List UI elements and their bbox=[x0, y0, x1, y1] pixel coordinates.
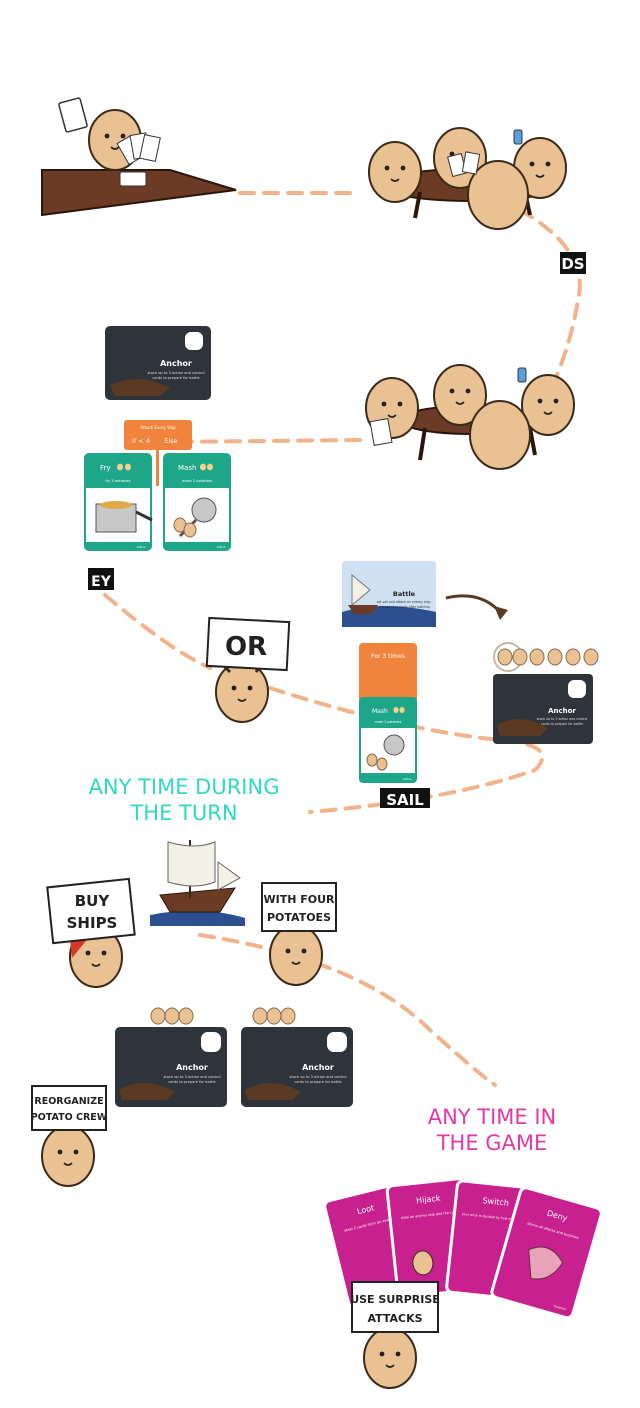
left-label: EY bbox=[88, 568, 114, 590]
game-heading-line2: THE GAME bbox=[436, 1131, 548, 1155]
reorganize-line2: POTATO CREW bbox=[31, 1112, 108, 1123]
four-potatoes-line1: WITH FOUR bbox=[263, 893, 335, 906]
switch-title: Switch bbox=[482, 1196, 509, 1208]
four-potatoes-sign-potato: WITH FOUR POTATOES bbox=[261, 882, 337, 986]
fry-card-footer: Action bbox=[137, 545, 146, 549]
mash-card-bottom-title: Mash bbox=[372, 708, 388, 715]
surprise-line2: ATTACKS bbox=[367, 1312, 422, 1325]
deny-footer: Surprise bbox=[553, 1304, 566, 1311]
turn-heading-line2: THE TURN bbox=[129, 801, 237, 825]
mash-card-top-text: mash 2 potatoes bbox=[182, 479, 212, 483]
conditional-else: Else bbox=[164, 437, 177, 445]
mash-card-bottom[interactable]: Mash mash 2 potatoes Action bbox=[359, 697, 417, 783]
anchor-card-right-text-1: stock up to 3 action and control bbox=[537, 717, 588, 721]
potatoes-at-table-2 bbox=[365, 364, 575, 470]
anchor-card-top[interactable]: Anchor stock up to 3 action and control … bbox=[105, 326, 211, 400]
top-left-label-text: DS bbox=[561, 255, 584, 273]
anchor-card-right[interactable]: Anchor stock up to 3 action and control … bbox=[493, 642, 599, 744]
anchor-card-bottom-2-title: Anchor bbox=[302, 1063, 334, 1072]
surprise-card-deny[interactable]: Deny blocks all attacks and surprises Su… bbox=[490, 1186, 603, 1320]
potato-at-desk bbox=[41, 97, 237, 217]
anchor-card-right-text-2: cards to prepare for battle bbox=[541, 722, 583, 726]
any-time-during-turn-heading: ANY TIME DURING THE TURN bbox=[89, 775, 280, 825]
reorganize-sign-potato: REORGANIZE POTATO CREW bbox=[31, 1085, 108, 1187]
anchor-card-title: Anchor bbox=[160, 359, 192, 368]
hijack-title: Hijack bbox=[416, 1194, 442, 1206]
potatoes-at-table-1 bbox=[368, 127, 567, 230]
anchor-card-bottom-1-title: Anchor bbox=[176, 1063, 208, 1072]
fry-card-title: Fry bbox=[100, 464, 111, 472]
for-loop-title: For 3 times bbox=[371, 653, 405, 660]
curved-arrow bbox=[445, 594, 508, 620]
mash-card-top[interactable]: Mash mash 2 potatoes Action bbox=[163, 453, 231, 551]
anchor-card-text-1: stock up to 3 action and control bbox=[147, 371, 204, 375]
turn-heading-line1: ANY TIME DURING bbox=[89, 775, 280, 799]
fry-card[interactable]: Fry fry 3 potatoes Action bbox=[84, 453, 153, 551]
mash-card-top-footer: Action bbox=[217, 545, 226, 549]
fry-card-text: fry 3 potatoes bbox=[105, 479, 130, 483]
anchor-card-bottom-2[interactable]: Anchor stock up to 3 action and control … bbox=[241, 1007, 353, 1107]
conditional-condition: If < 4 bbox=[132, 437, 150, 445]
loot-title: Loot bbox=[356, 1203, 375, 1216]
hand-of-cards bbox=[116, 132, 161, 166]
top-left-label: DS bbox=[560, 252, 586, 274]
battle-card-text-2: discard your cards after battling bbox=[378, 605, 429, 609]
conditional-card[interactable]: Attack Every Ship If < 4 Else bbox=[124, 420, 192, 486]
for-loop-card[interactable]: For 3 times bbox=[359, 643, 417, 703]
ship-illustration bbox=[150, 840, 245, 926]
buy-ships-line2: SHIPS bbox=[67, 914, 118, 932]
anchor-card-bottom-1-text-2: cards to prepare for battle bbox=[168, 1080, 216, 1084]
surprise-cards: Loot steal 2 cards from an enemy Hijack … bbox=[323, 1176, 603, 1320]
anchor-card-bottom-1-text-1: stock up to 3 action and control bbox=[163, 1075, 220, 1079]
reorganize-line1: REORGANIZE bbox=[34, 1096, 103, 1107]
or-sign-text: OR bbox=[225, 632, 267, 662]
conditional-header: Attack Every Ship bbox=[140, 425, 176, 430]
surprise-attacks-sign-potato: USE SURPRISE ATTACKS bbox=[350, 1281, 440, 1389]
battle-card-text-1: set sail and attack an enemy ship, bbox=[377, 600, 432, 604]
anchor-card-right-title: Anchor bbox=[548, 707, 576, 715]
sail-label-text: SAIL bbox=[386, 791, 424, 809]
four-potatoes-line2: POTATOES bbox=[267, 911, 331, 924]
battle-card[interactable]: Battle set sail and attack an enemy ship… bbox=[342, 561, 436, 627]
hijack-text: steal an enemy ship and the cards bbox=[401, 1210, 460, 1220]
anchor-card-bottom-2-text-2: cards to prepare for battle bbox=[294, 1080, 342, 1084]
any-time-in-game-heading: ANY TIME IN THE GAME bbox=[428, 1105, 557, 1155]
mash-card-bottom-text: mash 2 potatoes bbox=[375, 720, 402, 724]
anchor-card-bottom-2-text-1: stock up to 3 action and control bbox=[289, 1075, 346, 1079]
switch-text: your prize is decided by how many ships bbox=[462, 1212, 527, 1223]
left-label-text: EY bbox=[91, 574, 112, 590]
game-heading-line1: ANY TIME IN bbox=[428, 1105, 557, 1129]
anchor-card-bottom-1[interactable]: Anchor stock up to 3 action and control … bbox=[115, 1007, 227, 1107]
surprise-line1: USE SURPRISE bbox=[350, 1293, 440, 1306]
battle-card-title: Battle bbox=[393, 590, 416, 598]
anchor-card-text-2: cards to prepare for battle bbox=[152, 376, 200, 380]
mash-card-bottom-footer: Action bbox=[403, 777, 412, 781]
buy-ships-sign-potato: BUY SHIPS bbox=[46, 877, 136, 988]
buy-ships-line1: BUY bbox=[75, 892, 111, 910]
or-sign-potato: OR bbox=[205, 616, 291, 723]
mash-card-top-title: Mash bbox=[178, 464, 196, 472]
sail-label: SAIL bbox=[380, 788, 430, 809]
